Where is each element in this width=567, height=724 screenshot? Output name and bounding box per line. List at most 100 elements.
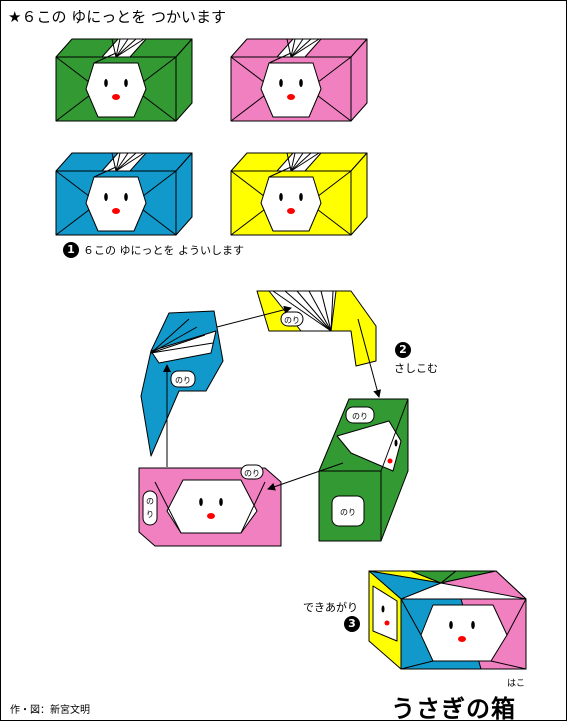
glue-label: のり (352, 412, 368, 421)
step-1-number: 1 (63, 242, 79, 258)
fan-crease (115, 38, 137, 58)
fan-crease (290, 38, 304, 58)
crease (380, 398, 409, 472)
side-face (372, 585, 398, 642)
fan-crease (290, 152, 320, 172)
step-3-number: 3 (344, 616, 360, 632)
units-second-row (55, 152, 368, 236)
eye-right (299, 193, 303, 201)
rabbit-face (166, 479, 258, 534)
crease (400, 660, 434, 670)
step-3-text: できあがり (303, 601, 358, 614)
fan-crease (115, 38, 145, 58)
crease (268, 52, 292, 64)
glue-bubble (170, 370, 196, 388)
crease (240, 481, 266, 534)
eye-right (124, 193, 128, 201)
fan-crease (284, 290, 332, 332)
fan-crease (290, 38, 296, 58)
rabbit-face-side (336, 420, 402, 472)
nose (287, 208, 295, 214)
nose (207, 513, 215, 519)
step-2-number: 2 (395, 342, 411, 358)
crease (506, 598, 527, 636)
ear-fan (101, 152, 147, 172)
crease (93, 52, 117, 64)
ear-fan (276, 38, 322, 58)
fan-crease (150, 326, 198, 354)
crease (154, 481, 182, 534)
step-2-text: さしこむ (394, 362, 438, 375)
glue-bubble (331, 495, 365, 527)
arrow-green-to-pink (267, 462, 344, 491)
arrow-yellow-to-green (357, 318, 382, 398)
rabbit-unit (55, 38, 193, 122)
final-title-ruby: はこ (507, 679, 526, 689)
fan-crease (330, 290, 334, 332)
fan-crease (290, 152, 296, 172)
fan-crease (115, 152, 145, 172)
nose (458, 636, 466, 642)
fan-crease (290, 152, 312, 172)
final-title: うさぎの箱 (391, 695, 516, 723)
glue-bubble (240, 464, 264, 480)
ear-fan (276, 152, 322, 172)
rabbit-face (420, 604, 508, 662)
eye-right (471, 621, 475, 629)
fan-crease (272, 290, 332, 332)
eye-left (279, 79, 283, 87)
fan-crease (111, 38, 117, 58)
fan-crease (290, 38, 320, 58)
box-top-segment (440, 570, 527, 600)
glue-label: のり (244, 469, 260, 478)
units-top-row (55, 38, 368, 122)
fan-crease (320, 290, 332, 332)
rabbit-unit (55, 152, 193, 236)
fan-crease (290, 38, 312, 58)
eye-left (449, 621, 453, 629)
nose (112, 94, 120, 100)
glue-bubble (345, 406, 375, 424)
blue-unit-flap: のり (140, 310, 224, 457)
crease (268, 166, 292, 178)
rabbit-unit (230, 38, 368, 122)
fan-crease (115, 152, 129, 172)
step-1-text: ６この ゆにっとを よういします (83, 244, 244, 257)
eye-right (219, 498, 223, 506)
rabbit-face (260, 176, 322, 232)
fan-crease (150, 342, 214, 354)
rabbit-face (260, 62, 322, 118)
rabbit-face (85, 62, 147, 118)
eye (394, 439, 398, 447)
eye-left (199, 498, 203, 506)
blue-fan (150, 330, 217, 364)
crease (400, 598, 422, 636)
fan-crease (286, 152, 292, 172)
fan-crease (111, 152, 117, 172)
fan-crease (286, 38, 292, 58)
fan-crease (115, 152, 121, 172)
nose (384, 620, 390, 626)
eye-right (299, 79, 303, 87)
nose (112, 208, 120, 214)
page-title: ★６この ゆにっとを つかいます (8, 8, 226, 26)
fan-crease (308, 290, 332, 332)
fan-crease (296, 290, 332, 332)
credit: 作・図：新宮文明 (10, 705, 90, 716)
glue-label: のり (284, 316, 300, 325)
eye-right (124, 79, 128, 87)
fan-crease (115, 38, 121, 58)
fan-crease (150, 334, 206, 354)
eye-left (279, 193, 283, 201)
rabbit-face (85, 176, 147, 232)
eye-left (104, 193, 108, 201)
rabbit-unit (230, 152, 368, 236)
fan-crease (115, 38, 129, 58)
ear-fan (101, 38, 147, 58)
glue-label: のり (175, 376, 191, 385)
